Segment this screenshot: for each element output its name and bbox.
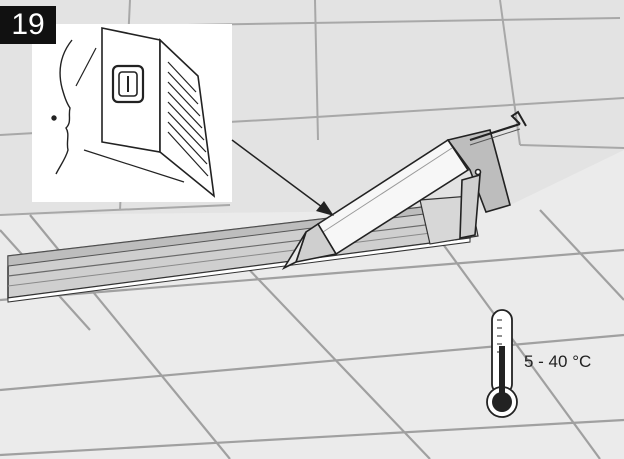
floor-tile-joints: [0, 209, 624, 459]
person-reading-icon: [51, 39, 73, 175]
pointer-arrow: [231, 139, 334, 216]
instruction-manual-icon: [101, 27, 216, 198]
caulking-gun-icon: [281, 110, 527, 270]
instruction-inset: [32, 24, 232, 202]
step-number-badge: 19: [0, 6, 56, 44]
sight-line-upper: [75, 47, 97, 87]
thermometer-icon: [486, 309, 518, 418]
sight-line-lower: [83, 149, 185, 183]
temperature-range-label: 5 - 40 °C: [524, 352, 592, 371]
